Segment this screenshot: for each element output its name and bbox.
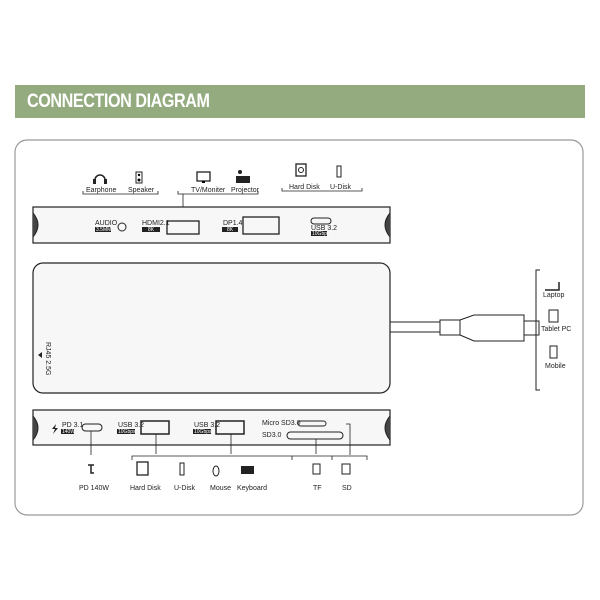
power-plug-icon [88, 464, 94, 474]
host-label: Mobile [545, 363, 566, 370]
hub-body [32, 262, 391, 394]
device-label: U-Disk [174, 485, 195, 492]
laptop-icon [545, 282, 560, 291]
audio-spec: 3.5MM [96, 227, 111, 233]
earphone-icon [93, 174, 107, 184]
device-label: Keyboard [237, 485, 267, 492]
host-label: Tablet PC [541, 326, 571, 333]
connector-lines [90, 423, 368, 460]
sd-slot [286, 431, 344, 440]
audio-port-label: AUDIO [95, 220, 118, 227]
u-disk-icon [336, 165, 342, 178]
usb-spec: 10Gbps [118, 429, 136, 435]
device-label: PD 140W [79, 485, 109, 492]
keyboard-icon [241, 466, 254, 474]
tablet-icon [548, 309, 559, 323]
usb-a-port [140, 420, 170, 435]
diagram-frame [14, 139, 584, 516]
displayport [242, 216, 280, 235]
device-label: Hard Disk [130, 485, 161, 492]
usbc-spec: 10Gbps [312, 231, 330, 237]
device-label: TV/Moniter [191, 187, 226, 194]
device-label: Mouse [210, 485, 231, 492]
monitor-icon [196, 171, 211, 183]
host-label: Laptop [543, 292, 565, 299]
hdmi-port-label: HDMI2.1 [142, 220, 170, 227]
pd-spec: 140W [62, 429, 75, 435]
device-label: Hard Disk [289, 184, 320, 191]
device-label: SD [342, 485, 352, 492]
mouse-icon [212, 465, 220, 477]
microsd-slot [297, 420, 327, 427]
bracket [535, 269, 540, 391]
speaker-icon [135, 171, 143, 184]
header-banner: CONNECTION DIAGRAM [15, 85, 585, 118]
device-label: Projector [231, 187, 260, 194]
usb-a-port [215, 420, 245, 435]
u-disk-icon [179, 462, 185, 476]
device-label: TF [313, 485, 322, 492]
hard-disk-icon [295, 163, 307, 177]
hard-disk-icon [136, 461, 149, 476]
usb-spec: 10Gbps [194, 429, 212, 435]
usb-c-port [310, 217, 332, 225]
sd-label: SD3.0 [262, 432, 282, 439]
projector-icon [236, 170, 250, 183]
device-label: U-Disk [330, 184, 351, 191]
tf-card-icon [312, 463, 321, 475]
audio-jack [117, 222, 127, 232]
usbc-port-label: USB 3.2 [311, 225, 337, 232]
device-label: Speaker [128, 187, 155, 194]
usb-c-plug [459, 314, 525, 342]
page-title: CONNECTION DIAGRAM [27, 91, 210, 112]
hdmi-spec: 8K [148, 227, 155, 233]
device-label: Earphone [86, 187, 116, 194]
cable-collar [439, 319, 461, 336]
microsd-label: Micro SD3.0 [262, 420, 301, 427]
edge-cap [32, 212, 391, 238]
bracket [82, 188, 363, 195]
pd-port [81, 423, 103, 432]
dp-spec: 8K [227, 227, 234, 233]
dp-port-label: DP1.4 [223, 220, 243, 227]
lightning-icon [52, 424, 58, 434]
pd-label: PD 3.1 [62, 422, 84, 429]
usb-label: USB 3.2 [194, 422, 220, 429]
usb-label: USB 3.2 [118, 422, 144, 429]
hub-top-side [32, 206, 391, 244]
hdmi-port [166, 220, 200, 235]
sd-card-icon [341, 463, 351, 475]
rj45-label: RJ45 2.5G [44, 342, 51, 375]
cable [390, 321, 440, 333]
mobile-icon [549, 345, 558, 359]
